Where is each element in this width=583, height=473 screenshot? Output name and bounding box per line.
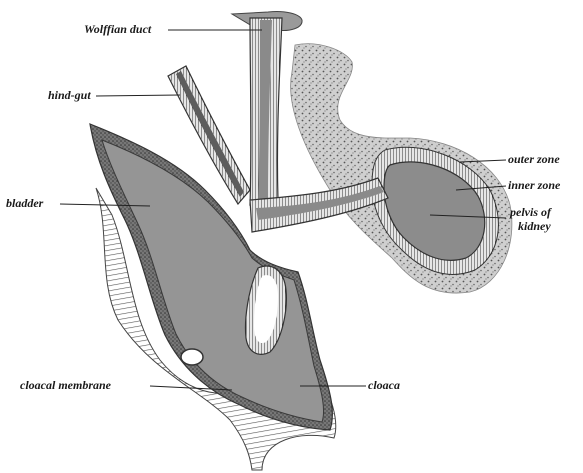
- cloaca-epithelium: [102, 140, 324, 422]
- leader-hind-gut: [96, 95, 180, 96]
- label-wolffian-duct: Wolffian duct: [84, 23, 151, 36]
- label-pelvis-of-kidney-line1: pelvis of: [510, 206, 551, 219]
- label-bladder: bladder: [6, 197, 43, 210]
- label-cloaca: cloaca: [368, 379, 400, 392]
- label-cloacal-membrane: cloacal membrane: [20, 379, 111, 392]
- label-inner-zone: inner zone: [508, 179, 560, 192]
- label-hind-gut: hind-gut: [48, 89, 91, 102]
- membrane-opening: [181, 349, 203, 365]
- label-pelvis-of-kidney-line2: kidney: [518, 220, 551, 233]
- label-outer-zone: outer zone: [508, 153, 560, 166]
